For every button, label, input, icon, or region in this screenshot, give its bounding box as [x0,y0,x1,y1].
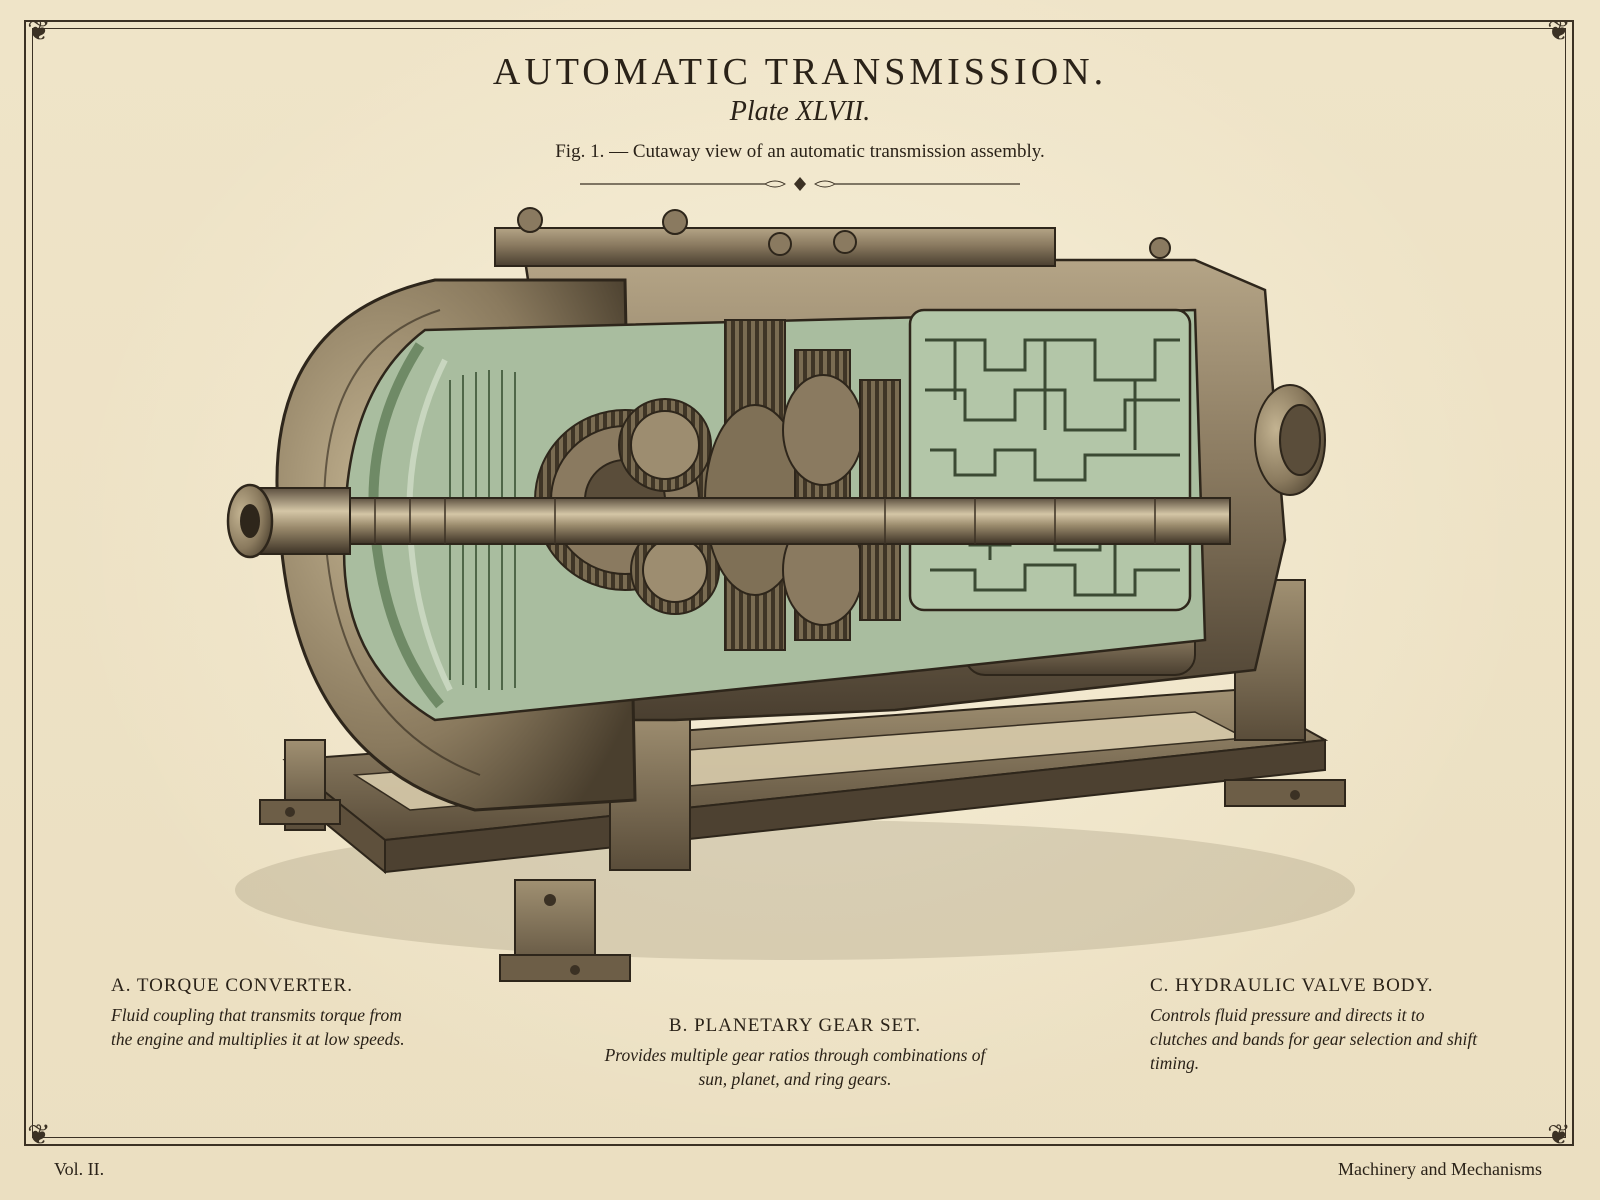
callout-text: Fluid coupling that transmits torque fro… [111,1005,405,1049]
callout-heading: B. PLANETARY GEAR SET. [668,1015,922,1036]
outer-border [24,20,1574,1146]
callout-text: Provides multiple gear ratios through co… [604,1045,986,1089]
divider-ornament [580,177,1020,191]
footer-volume: Vol. II. [54,1159,105,1179]
callout-hydraulic-valve-body: C. HYDRAULIC VALVE BODY. Controls fluid … [1150,975,1480,1075]
inner-border [32,28,1566,1138]
figure-caption: Fig. 1. — Cutaway view of an automatic t… [555,141,1045,162]
corner-ornament-icon: ❦ [27,1118,51,1151]
callout-text: Controls fluid pressure and directs it t… [1150,1005,1478,1073]
callout-heading: A. TORQUE CONVERTER. [111,975,353,996]
callout-planetary-gear-set: B. PLANETARY GEAR SET. Provides multiple… [600,1015,990,1091]
main-shaft [226,483,1231,559]
plate-number: Plate XLVII. [729,96,871,127]
footer-series: Machinery and Mechanisms [1338,1159,1542,1179]
corner-ornament-icon: ❦ [27,14,51,47]
callout-torque-converter: A. TORQUE CONVERTER. Fluid coupling that… [111,975,411,1051]
corner-ornament-icon: ❦ [1547,14,1571,47]
corner-ornament-icon: ❦ [1547,1118,1571,1151]
callout-heading: C. HYDRAULIC VALVE BODY. [1150,975,1434,996]
transmission-cutaway-illustration [226,207,1355,982]
hydraulic-valve-body [908,308,1192,612]
plate-title: AUTOMATIC TRANSMISSION. [492,51,1108,93]
